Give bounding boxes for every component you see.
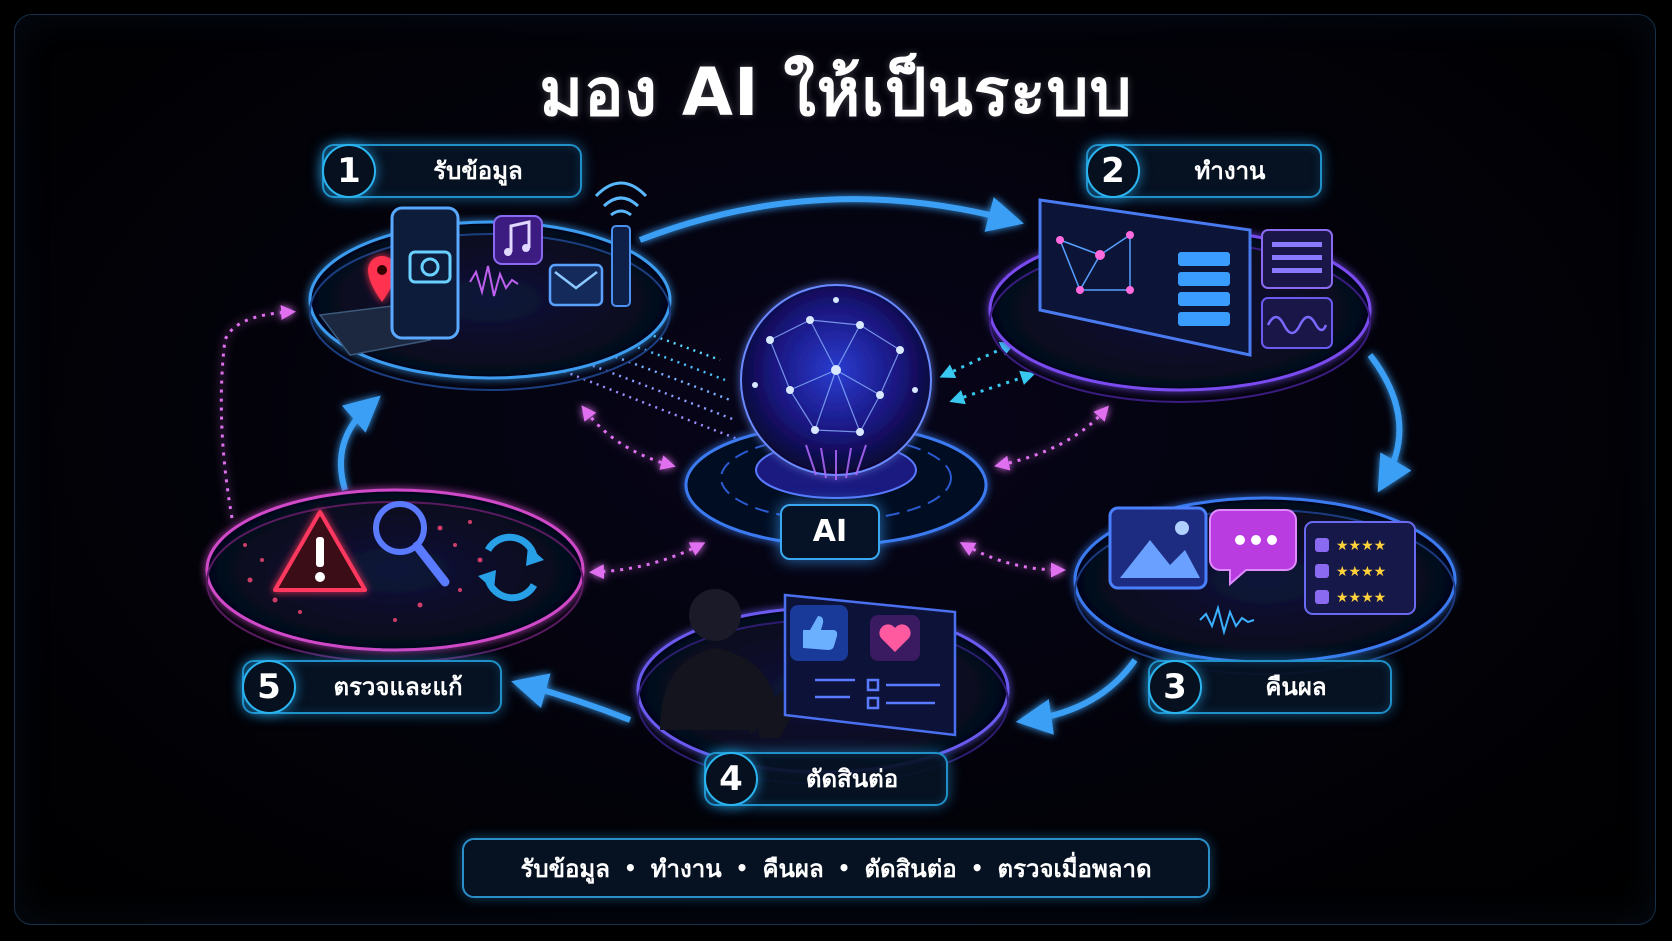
mail-icon [548, 263, 604, 307]
step-4-number: 4 [704, 752, 758, 806]
stage-2-platform [988, 198, 1372, 403]
summary-separator: • [970, 856, 984, 880]
warning-icon [273, 510, 367, 592]
step-2-number: 2 [1086, 144, 1140, 198]
camera-icon [408, 250, 452, 284]
particle-scatter [243, 520, 483, 622]
link-5-to-1 [219, 305, 296, 519]
step-5-text: ตรวจและแก้ [333, 673, 463, 701]
step-3-text: คืนผล [1265, 673, 1327, 701]
step-5-number: 5 [242, 660, 296, 714]
cycle-arrows [337, 196, 1412, 735]
arrow-2-to-3 [1367, 353, 1412, 493]
svg-text:★★★★: ★★★★ [1336, 564, 1386, 580]
arrow-3-to-4 [1015, 658, 1138, 735]
checklist-icon [815, 678, 940, 710]
step-4-text: ตัดสินต่อ [805, 765, 899, 793]
audio-wave [469, 265, 519, 297]
server-stack-icon [1178, 252, 1230, 326]
step-5-label: 5 ตรวจและแก้ [242, 660, 502, 714]
star-rating-icon: ★★★★ ★★★★ ★★★★ [1304, 521, 1416, 615]
refresh-icon [478, 533, 544, 602]
step-3-label: 3 คืนผล [1148, 660, 1392, 714]
ai-badge: AI [780, 504, 880, 560]
summary-separator: • [837, 856, 851, 880]
arrow-4-to-5 [511, 673, 632, 723]
summary-item: คืนผล [762, 854, 824, 883]
step-3-number: 3 [1148, 660, 1202, 714]
music-icon [493, 215, 543, 265]
stage-3-platform: ★★★★ ★★★★ ★★★★ [1073, 496, 1457, 675]
summary-separator: • [735, 856, 749, 880]
chat-bubble-icon [1209, 509, 1297, 587]
link-ai-to-3 [959, 542, 1066, 578]
summary-separator: • [623, 856, 637, 880]
svg-text:★★★★: ★★★★ [1336, 590, 1386, 606]
stage-5-platform [205, 488, 585, 663]
audio-wave-3 [1199, 604, 1255, 636]
waveform-icon [1261, 297, 1333, 349]
step-2-text: ทำงาน [1194, 157, 1266, 185]
neural-sphere-icon [740, 284, 932, 480]
step-4-label: 4 ตัดสินต่อ [704, 752, 948, 806]
summary-item: ทำงาน [650, 854, 722, 883]
summary-item: ตรวจเมื่อพลาด [997, 854, 1152, 883]
summary-bar: รับข้อมูล • ทำงาน • คืนผล • ตัดสินต่อ • … [462, 838, 1210, 898]
ai-links-cyan [939, 341, 1036, 405]
page-title: มอง AI ให้เป็นระบบ [539, 54, 1133, 131]
step-1-label: 1 รับข้อมูล [322, 144, 582, 198]
thumbs-up-icon [790, 605, 848, 661]
magnifier-icon [373, 501, 450, 587]
person-icon [660, 589, 809, 738]
image-icon [1108, 506, 1208, 590]
link-ai-to-5 [589, 542, 706, 580]
stage-1-platform [308, 181, 672, 391]
ai-links [219, 305, 1109, 580]
summary-item: ตัดสินต่อ [864, 854, 957, 883]
svg-text:★★★★: ★★★★ [1336, 538, 1386, 554]
summary-item: รับข้อมูล [520, 854, 610, 883]
heart-icon [870, 615, 920, 661]
ai-core [684, 284, 988, 547]
link-ai-to-1 [581, 405, 676, 470]
wifi-tower-icon [594, 181, 648, 307]
list-icon [1261, 229, 1333, 289]
step-2-label: 2 ทำงาน [1086, 144, 1322, 198]
stage-4-platform [636, 589, 1010, 785]
arrow-1-to-2 [638, 196, 1024, 243]
step-1-text: รับข้อมูล [433, 157, 523, 185]
step-1-number: 1 [322, 144, 376, 198]
arrow-5-to-1 [337, 395, 381, 491]
link-ai-to-2 [994, 405, 1109, 471]
